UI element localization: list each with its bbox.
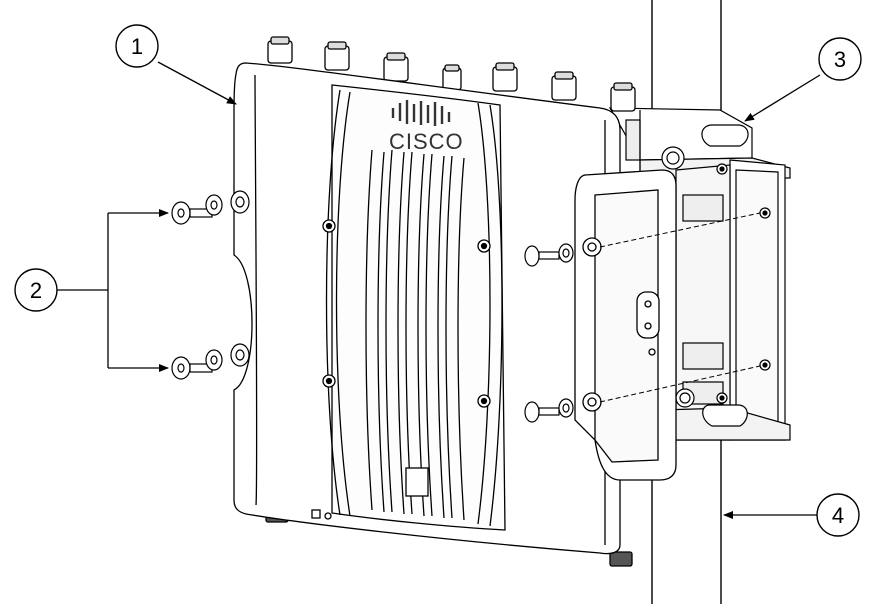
- bolt-set-right: [524, 243, 574, 423]
- adapter-plate: [574, 169, 677, 481]
- housing-studs: [322, 219, 491, 408]
- callout-3-label: 3: [834, 47, 846, 72]
- callout-1: 1: [115, 24, 237, 105]
- brand-wordmark: CISCO: [389, 129, 464, 154]
- callout-4: 4: [723, 493, 860, 537]
- cisco-logo: CISCO: [389, 100, 464, 154]
- callout-3: 3: [744, 37, 862, 122]
- callout-1-label: 1: [131, 34, 143, 59]
- mounting-bolts: [171, 190, 574, 423]
- access-point-unit: CISCO: [233, 36, 677, 567]
- bolt-set-lower: [171, 343, 250, 380]
- alignment-lines: [599, 212, 761, 403]
- callout-2-label: 2: [30, 278, 42, 303]
- callout-4-label: 4: [832, 503, 844, 528]
- bolt-set-upper: [171, 190, 250, 225]
- callout-2: 2: [14, 209, 169, 372]
